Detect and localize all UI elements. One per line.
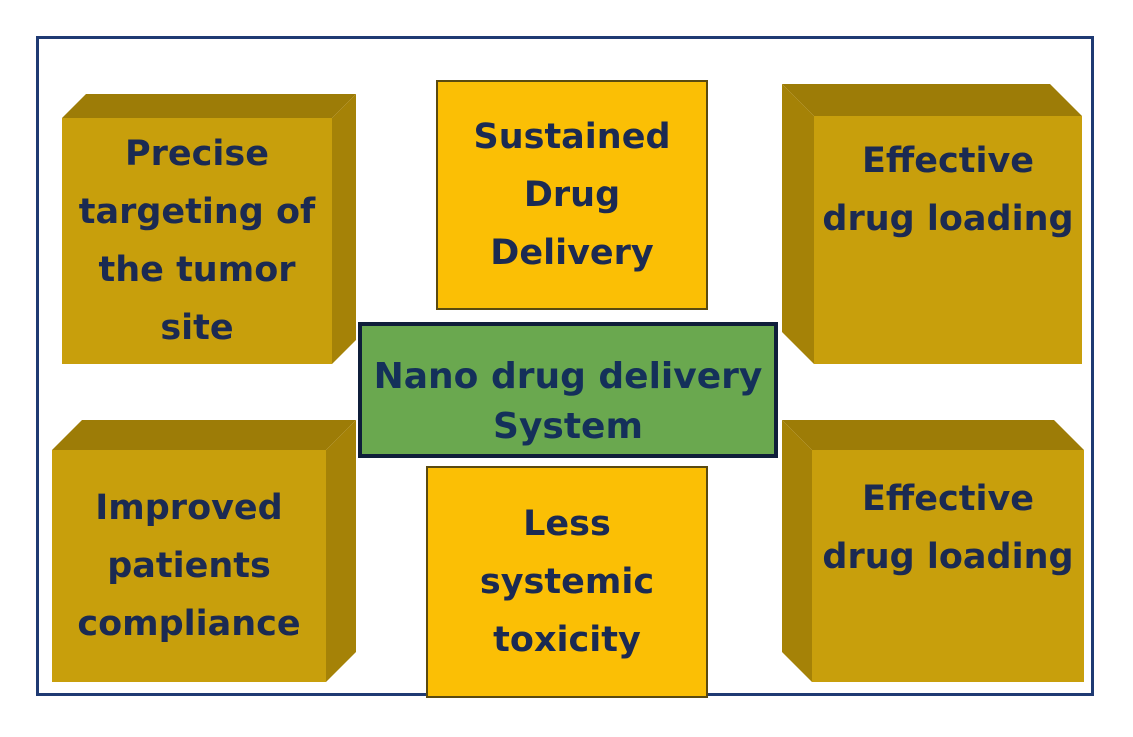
cube-side-face [326,420,356,682]
cube-top-face [782,84,1082,116]
cube-top-face [52,420,356,450]
node-sustained-delivery-label: Sustained Drug Delivery [473,117,671,273]
cube-top-face [62,94,356,118]
node-precise-targeting-label: Precise targeting of the tumor site [78,134,316,348]
node-effective-loading-top-label: Effective drug loading [822,141,1074,239]
cube-front-face: Effective drug loading [814,116,1082,364]
central-node-label: Nano drug delivery System [373,356,763,447]
central-node-box: Nano drug delivery System [358,322,778,458]
cube-front-face: Precise targeting of the tumor site [62,118,332,364]
cube-top-face [782,420,1084,450]
box-less-toxicity: Less systemic toxicity [426,466,708,698]
box-sustained-delivery: Sustained Drug Delivery [436,80,708,310]
cube-front-face: Effective drug loading [812,450,1084,682]
cube-side-face [782,84,814,364]
cube-side-face [332,94,356,364]
node-improved-compliance-label: Improved patients compliance [77,488,301,644]
cube-front-face: Improved patients compliance [52,450,326,682]
node-effective-loading-bottom-label: Effective drug loading [822,479,1074,577]
node-less-toxicity-label: Less systemic toxicity [479,504,655,660]
cube-side-face [782,420,812,682]
